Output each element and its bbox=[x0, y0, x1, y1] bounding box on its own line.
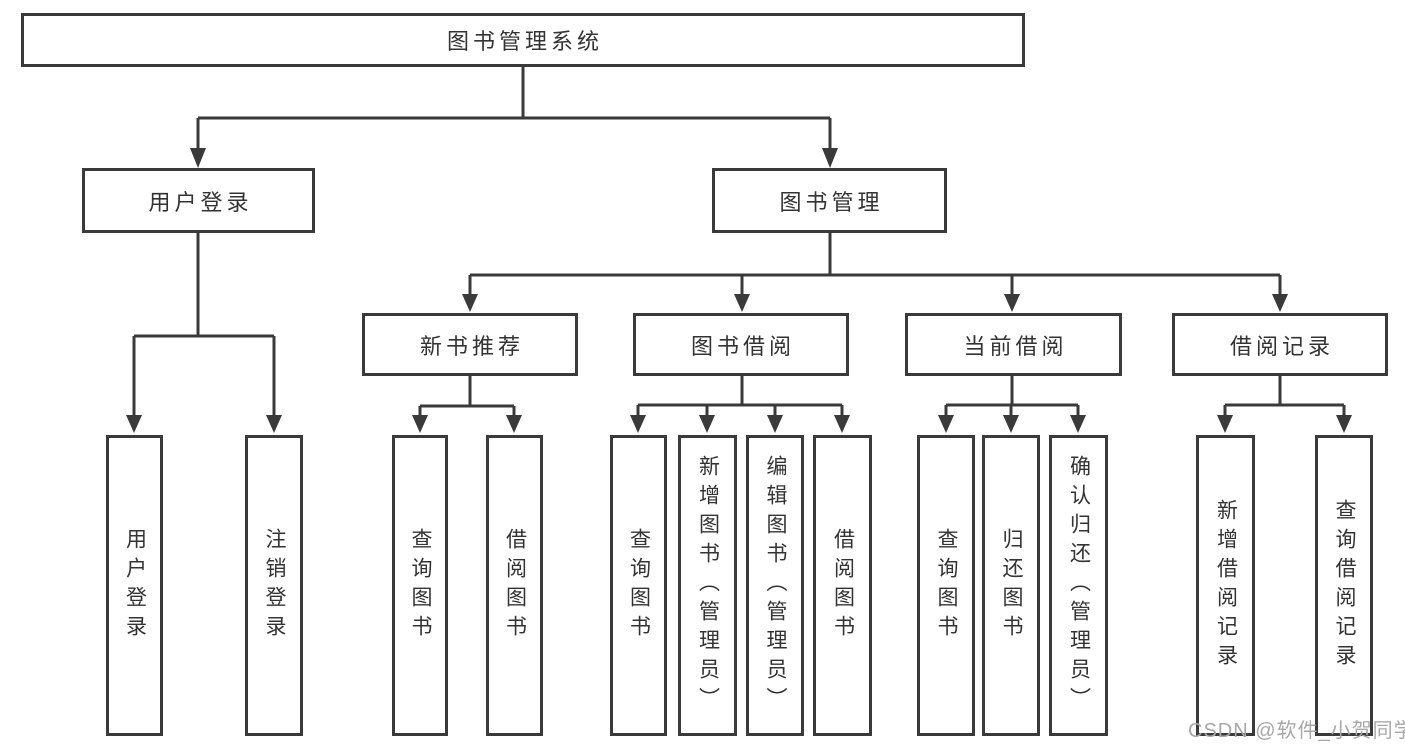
leaf-label: 用户登录 bbox=[123, 527, 147, 644]
leaf-label: 编辑图书（管理员） bbox=[764, 455, 787, 716]
leaf-label: 归还图书 bbox=[1000, 527, 1023, 644]
leaf-user-login: 用户登录 bbox=[106, 435, 163, 736]
leaf-borrow-books-borrowing: 借阅图书 bbox=[813, 435, 872, 736]
leaf-label: 新增借阅记录 bbox=[1214, 498, 1238, 673]
node-label: 借阅记录 bbox=[1229, 333, 1334, 359]
leaf-edit-book-admin: 编辑图书（管理员） bbox=[746, 435, 804, 736]
leaf-add-book-admin: 新增图书（管理员） bbox=[678, 435, 737, 736]
leaf-add-borrow-record: 新增借阅记录 bbox=[1196, 435, 1255, 736]
leaf-label: 查询图书 bbox=[627, 527, 651, 644]
node-label: 图书管理系统 bbox=[446, 29, 603, 54]
leaf-query-books-recommend: 查询图书 bbox=[392, 435, 448, 736]
node-current-borrowing: 当前借阅 bbox=[905, 313, 1122, 376]
leaf-label: 注销登录 bbox=[263, 527, 286, 644]
node-label: 当前借阅 bbox=[963, 333, 1068, 359]
leaf-confirm-return-admin: 确认归还（管理员） bbox=[1049, 435, 1108, 736]
leaf-label: 查询借阅记录 bbox=[1333, 498, 1356, 673]
leaf-return-book: 归还图书 bbox=[982, 435, 1040, 736]
leaf-label: 查询图书 bbox=[935, 527, 958, 644]
leaf-borrow-books-recommend: 借阅图书 bbox=[486, 435, 543, 736]
node-book-management: 图书管理 bbox=[712, 168, 947, 233]
leaf-label: 确认归还（管理员） bbox=[1067, 455, 1091, 716]
connector-borrowing-records-children bbox=[1223, 376, 1346, 419]
leaf-query-books-borrowing: 查询图书 bbox=[610, 435, 667, 736]
leaf-label: 新增图书（管理员） bbox=[696, 455, 720, 716]
node-label: 图书管理 bbox=[779, 189, 884, 215]
leaf-logout: 注销登录 bbox=[245, 435, 303, 736]
node-borrowing-records: 借阅记录 bbox=[1172, 313, 1388, 376]
connector-book-borrowing-children bbox=[636, 376, 844, 419]
leaf-query-books-current: 查询图书 bbox=[917, 435, 975, 736]
leaf-label: 借阅图书 bbox=[503, 527, 527, 644]
connector-current-borrowing-children bbox=[944, 376, 1080, 419]
node-label: 新书推荐 bbox=[419, 333, 524, 359]
node-new-book-recommendation: 新书推荐 bbox=[362, 313, 578, 376]
watermark: CSDN @软件_小贺同学 bbox=[1188, 720, 1405, 742]
node-label: 图书借阅 bbox=[690, 333, 795, 359]
node-user-login: 用户登录 bbox=[82, 168, 315, 233]
node-library-management-system: 图书管理系统 bbox=[21, 13, 1025, 67]
leaf-label: 查询图书 bbox=[409, 527, 432, 644]
connector-root-to-level2 bbox=[196, 67, 832, 152]
node-label: 用户登录 bbox=[148, 189, 253, 215]
node-book-borrowing: 图书借阅 bbox=[633, 313, 849, 376]
arrowheads bbox=[126, 148, 1352, 433]
connector-new-book-children bbox=[418, 376, 516, 419]
connector-book-management-children bbox=[468, 233, 1282, 298]
leaf-label: 借阅图书 bbox=[831, 527, 855, 644]
connector-user-login-children bbox=[132, 233, 276, 419]
leaf-query-borrow-record: 查询借阅记录 bbox=[1315, 435, 1373, 736]
